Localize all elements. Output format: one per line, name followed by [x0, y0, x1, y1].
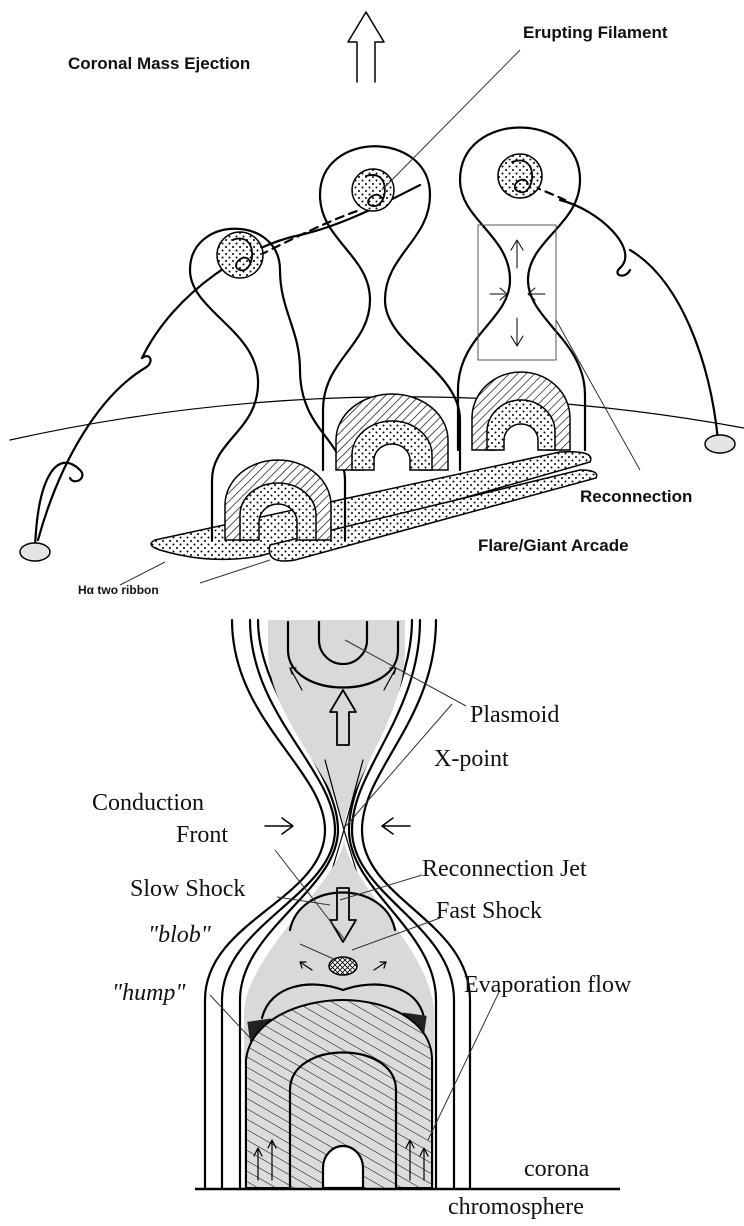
label-hump: "hump": [112, 980, 186, 1006]
blob: [329, 957, 357, 975]
label-conduction: Conduction: [92, 790, 204, 816]
label-front: Front: [176, 822, 228, 848]
label-corona: corona: [524, 1156, 590, 1182]
leader-line: [200, 560, 270, 583]
cme-arrow-icon: [348, 12, 384, 82]
cme-field-line: [35, 463, 82, 548]
leader-line: [120, 562, 165, 585]
flux-structure-middle: [320, 146, 460, 470]
label-ha-two-ribbon: Hα two ribbon: [78, 583, 159, 597]
label-reconnection: Reconnection: [580, 487, 692, 506]
footpoint: [705, 435, 735, 453]
cme-field-line: [38, 356, 151, 540]
conduction-arrow-icon: [382, 818, 410, 834]
label-flare-arcade: Flare/Giant Arcade: [478, 536, 629, 555]
label-slow-shock: Slow Shock: [130, 876, 245, 902]
label-evaporation-flow: Evaporation flow: [464, 972, 632, 998]
footpoint: [20, 543, 50, 561]
reconnection-inset-box: [478, 225, 556, 360]
label-erupting-filament: Erupting Filament: [523, 23, 668, 42]
conduction-arrow-icon: [265, 818, 293, 834]
bottom-panel: Plasmoid X-point Conduction Front Slow S…: [92, 620, 632, 1220]
flux-structure-right: [458, 128, 585, 451]
loop-top-opening: [323, 1146, 363, 1188]
label-x-point: X-point: [434, 746, 509, 772]
label-reconnection-jet: Reconnection Jet: [422, 856, 587, 882]
label-plasmoid: Plasmoid: [470, 702, 559, 728]
label-chromosphere: chromosphere: [448, 1194, 584, 1220]
label-fast-shock: Fast Shock: [436, 898, 542, 924]
label-blob: "blob": [148, 922, 212, 948]
cme-field-line: [630, 250, 718, 440]
label-cme: Coronal Mass Ejection: [68, 54, 250, 73]
top-panel: Coronal Mass Ejection Erupting Filament …: [10, 12, 744, 597]
